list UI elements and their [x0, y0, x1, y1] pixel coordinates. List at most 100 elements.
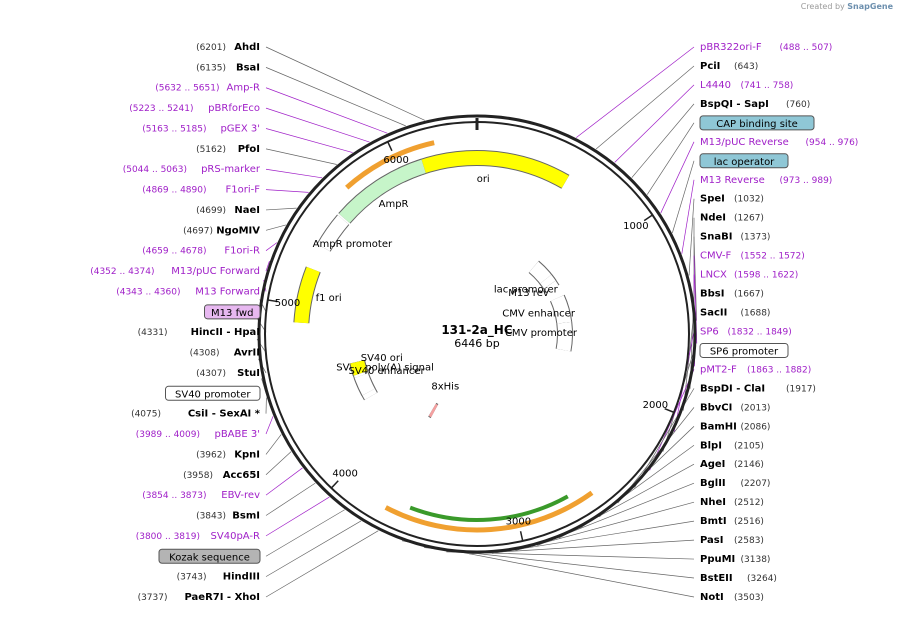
LNCX-range: (1598 .. 1622) — [734, 271, 798, 281]
leader-lac-op — [672, 160, 695, 233]
NheI-text: NheI — [700, 497, 726, 508]
label-BsmI: BsmI(3843) — [196, 511, 260, 522]
label-BamHI: BamHI(2086) — [700, 421, 770, 432]
label-lac-op: lac operator — [699, 153, 789, 169]
8xhis-arc — [428, 403, 438, 418]
label-CsiI: CsiI - SexAI *(4075) — [131, 409, 261, 420]
label-pMT2-F: pMT2-F(1863 .. 1882) — [700, 364, 811, 375]
pRS-marker-text: pRS-marker — [201, 164, 261, 175]
tick-mark — [519, 531, 524, 542]
BlpI-range: (2105) — [734, 441, 764, 451]
BbsI-range: (1667) — [734, 290, 764, 300]
sv40-promoter-box — [165, 385, 261, 401]
lac-op-box — [699, 153, 789, 169]
leader-pGEX3 — [265, 128, 353, 153]
leader-pBR322ori-F — [576, 46, 695, 138]
M13-Forward-text: M13 Forward — [195, 286, 260, 297]
tick-label: 4000 — [332, 469, 357, 480]
label-HincII: HincII - HpaI(4331) — [138, 327, 260, 338]
plasmid-size: 6446 bp — [454, 337, 499, 350]
label-m13-reverse: M13 Reverse(973 .. 989) — [700, 175, 832, 186]
label-sp6-promoter: SP6 promoter — [699, 342, 789, 358]
PpuMI-text: PpuMI — [700, 554, 735, 565]
NdeI-text: NdeI — [700, 213, 726, 224]
label-SnaBI: SnaBI(1373) — [700, 232, 770, 243]
cmv-promoter-arc — [556, 321, 572, 352]
label-NgoMIV: NgoMIV(4697) — [183, 225, 260, 236]
HindIII-range: (3743) — [177, 573, 207, 583]
kozak-text: Kozak sequence — [169, 552, 250, 563]
Acc65I-text: Acc65I — [223, 470, 260, 481]
m13-rev-label: M13 rev — [508, 288, 549, 299]
kozak-box — [158, 548, 261, 564]
PciI-range: (643) — [734, 62, 758, 72]
leader-m13puc-rev — [660, 141, 695, 214]
EBV-rev-range: (3854 .. 3873) — [142, 491, 206, 501]
backbone-outer — [257, 114, 697, 554]
m13puc-rev-range: (954 .. 976) — [806, 138, 859, 148]
label-pBRforEco: pBRforEco(5223 .. 5241) — [129, 103, 260, 114]
SacII-text: SacII — [700, 308, 727, 319]
cds-green-arc — [409, 494, 569, 522]
snapgene-logo-text: SnapGene — [847, 2, 893, 11]
BsmI-text: BsmI — [232, 511, 260, 522]
AvrII-range: (4308) — [190, 349, 220, 359]
leader-pBABE3 — [265, 416, 274, 435]
snapgene-brand: Created by SnapGene — [801, 2, 893, 11]
tick-mark — [387, 141, 393, 152]
sp6-promoter-box — [699, 342, 789, 358]
label-BmtI: BmtI(2516) — [700, 516, 764, 527]
leader-Acc65I — [265, 451, 292, 476]
AgeI-range: (2146) — [734, 460, 764, 470]
sv40-ori-label: SV40 ori — [361, 353, 403, 364]
tick-label: 6000 — [383, 155, 408, 166]
sv40-enhancer-label: SV40 enhancer — [348, 366, 425, 377]
label-BbsI: BbsI (1667) — [700, 289, 764, 300]
BbsI-text: BbsI — [700, 289, 724, 300]
leader-SV40pA-R — [265, 496, 330, 537]
PciI-text: PciI — [700, 61, 720, 72]
label-BlpI: BlpI(2105) — [700, 440, 764, 451]
label-PaeR7I: PaeR7I - XhoI(3737) — [138, 592, 260, 603]
BstEII-range: (3264) — [747, 574, 777, 584]
NheI-range: (2512) — [734, 498, 764, 508]
tick-label: 3000 — [506, 516, 531, 527]
label-cap: CAP binding site — [699, 115, 815, 131]
AvrII-text: AvrII — [234, 348, 260, 359]
leader-pRS-marker — [265, 168, 323, 179]
leader-F1ori-F — [265, 189, 309, 193]
SacII-range: (1688) — [741, 309, 771, 319]
StuI-range: (4307) — [196, 369, 226, 379]
BsaI-range: (6135) — [196, 63, 226, 73]
sp6-promoter-text: SP6 promoter — [710, 346, 779, 357]
SP6-range: (1832 .. 1849) — [728, 327, 792, 337]
F1ori-F-range: (4869 .. 4890) — [142, 186, 206, 196]
PfoI-range: (5162) — [196, 145, 226, 155]
label-BsaI: BsaI(6135) — [196, 62, 260, 73]
label-kozak: Kozak sequence — [158, 548, 261, 564]
leader-PciI — [595, 65, 695, 150]
PpuMI-range: (3138) — [741, 555, 771, 565]
m13-reverse-text: M13 Reverse — [700, 175, 765, 186]
NaeI-range: (4699) — [196, 206, 226, 216]
label-F1ori-F: F1ori-F(4869 .. 4890) — [142, 185, 260, 196]
AhdI-text: AhdI — [234, 42, 260, 53]
BbvCI-range: (2013) — [741, 403, 771, 413]
HincII-text: HincII - HpaI — [191, 327, 260, 338]
leader-m13puc-fwd — [265, 260, 270, 272]
leader-kozak — [265, 509, 345, 557]
SV40pA-R-text: SV40pA-R — [211, 531, 260, 542]
label-SpeI: SpeI(1032) — [700, 194, 764, 205]
label-SV40pA-R: SV40pA-R(3800 .. 3819) — [136, 531, 260, 542]
label-KpnI: KpnI(3962) — [196, 449, 260, 460]
amp-r-promoter-label: AmpR promoter — [313, 239, 393, 250]
BglII-range: (2207) — [741, 479, 771, 489]
label-BspQI: BspQI - SapI(760) — [700, 99, 810, 110]
KpnI-range: (3962) — [196, 450, 226, 460]
SnaBI-range: (1373) — [741, 233, 771, 243]
NdeI-range: (1267) — [734, 214, 764, 224]
amp-r-promoter-arc — [317, 215, 349, 252]
label-Acc65I: Acc65I(3958) — [183, 470, 260, 481]
